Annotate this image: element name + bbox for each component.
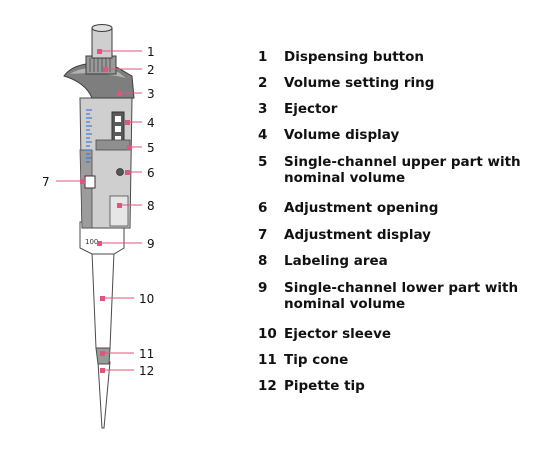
- svg-text:8: 8: [147, 199, 155, 213]
- callout-11: 11: [100, 347, 154, 361]
- legend-number: 10: [258, 326, 277, 342]
- legend-number: 7: [258, 227, 268, 243]
- legend-number: 5: [258, 154, 268, 170]
- labeling-area: [109, 195, 129, 227]
- svg-text:7: 7: [42, 175, 50, 189]
- svg-text:5: 5: [147, 141, 155, 155]
- legend-number: 8: [258, 253, 268, 269]
- legend-label: Ejector sleeve: [284, 326, 392, 342]
- svg-text:3: 3: [147, 87, 155, 101]
- callout-12: 12: [100, 364, 154, 378]
- legend-number: 3: [258, 101, 268, 117]
- upper-part-band: [95, 139, 131, 151]
- svg-text:4: 4: [147, 116, 155, 130]
- callouts: 1 2 3 4 5: [42, 45, 155, 378]
- legend-number: 6: [258, 200, 268, 216]
- callout-7: 7: [42, 175, 85, 189]
- callout-8: 8: [117, 199, 155, 213]
- svg-text:1: 1: [147, 45, 155, 59]
- svg-text:2: 2: [147, 63, 155, 77]
- adjustment-display: [84, 175, 96, 189]
- legend-label: Adjustment opening: [284, 200, 439, 216]
- legend-number: 2: [258, 75, 268, 91]
- lower-part-volume-text: 100: [85, 238, 98, 246]
- callout-5: 5: [127, 141, 155, 155]
- callout-3: 3: [117, 87, 155, 101]
- legend-number: 11: [258, 352, 277, 368]
- adjustment-opening: [116, 168, 124, 176]
- legend-number: 4: [258, 127, 268, 143]
- callout-1: 1: [97, 45, 155, 59]
- legend-number: 9: [258, 280, 268, 296]
- legend-label: Single-channel lower part with nominal v…: [284, 280, 519, 312]
- svg-text:9: 9: [147, 237, 155, 251]
- legend-label: Dispensing button: [284, 49, 425, 65]
- callout-10: 10: [100, 292, 154, 306]
- callout-6: 6: [125, 166, 155, 180]
- svg-text:6: 6: [147, 166, 155, 180]
- legend-label: Volume setting ring: [284, 75, 435, 91]
- legend-number: 12: [258, 378, 277, 394]
- legend-label: Pipette tip: [284, 378, 365, 394]
- svg-text:10: 10: [139, 292, 154, 306]
- volume-scale: [86, 109, 92, 163]
- callout-9: 9: [97, 237, 155, 251]
- legend-label: Single-channel upper part with nominal v…: [284, 154, 521, 186]
- legend-label: Tip cone: [284, 352, 349, 368]
- callout-2: 2: [103, 63, 155, 77]
- svg-text:12: 12: [139, 364, 154, 378]
- legend-label: Adjustment display: [284, 227, 431, 243]
- volume-display-digits: [115, 116, 121, 142]
- legend-label: Ejector: [284, 101, 338, 117]
- svg-text:11: 11: [139, 347, 154, 361]
- legend-label: Labeling area: [284, 253, 388, 269]
- legend-number: 1: [258, 49, 268, 65]
- callout-4: 4: [125, 116, 155, 130]
- dispensing-button-top: [91, 24, 113, 32]
- legend-label: Volume display: [284, 127, 400, 143]
